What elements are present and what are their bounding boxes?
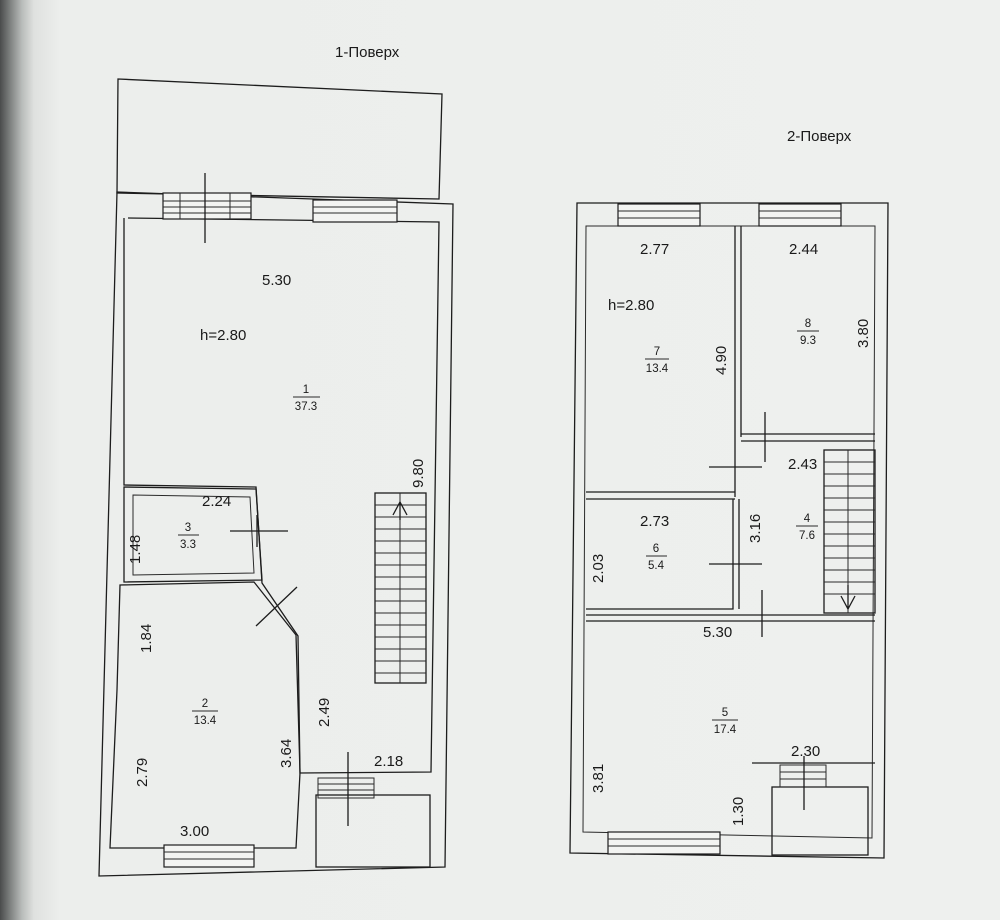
floor2-outer-wall <box>569 202 889 859</box>
floor2-window-top-right <box>758 203 842 227</box>
floor2-window-bottom <box>607 831 721 855</box>
floor2-dim-room8-height: 3.80 <box>855 319 872 348</box>
floor2-room5-label: 5 17.4 <box>712 707 738 736</box>
floor1-room2-door-mark <box>255 586 298 627</box>
floor1-porch <box>315 794 431 868</box>
floor2-stair-arrow <box>840 585 856 611</box>
floor1-window-top-right <box>312 199 398 223</box>
svg-text:7.6: 7.6 <box>799 530 815 542</box>
svg-text:8: 8 <box>805 318 811 330</box>
floor2-room6-label: 6 5.4 <box>646 543 667 572</box>
svg-text:2: 2 <box>202 698 208 710</box>
svg-text:37.3: 37.3 <box>295 401 317 413</box>
floor2-dim-stair-width: 2.43 <box>788 456 817 473</box>
floor1-stair-arrow <box>392 500 408 520</box>
floor1-dim-hall-width: 2.18 <box>374 753 403 770</box>
floor1-dim-room2-right: 3.64 <box>278 739 295 768</box>
floor1-window-bottom <box>163 844 255 868</box>
floor1-room1-outline <box>123 217 440 774</box>
floor2-dim-room6-width: 2.73 <box>640 513 669 530</box>
svg-text:13.4: 13.4 <box>194 715 217 727</box>
floor2-inner-wall-edge <box>582 225 876 839</box>
floor1-dim-room3-height: 1.48 <box>127 535 144 564</box>
floor2-height-label: h=2.80 <box>608 297 654 314</box>
floor1-terrace <box>116 78 443 200</box>
floor2-wall-7-8 <box>734 226 742 497</box>
svg-text:7: 7 <box>654 346 660 358</box>
svg-text:5.4: 5.4 <box>648 560 665 572</box>
floor2-porch <box>771 786 869 856</box>
floor2-dim-porch-height: 1.30 <box>730 797 747 826</box>
floor2-dim-room7-height: 4.90 <box>713 346 730 375</box>
floor2-dim-room8-width: 2.44 <box>789 241 818 258</box>
floor1-room1-label: 1 37.3 <box>293 384 320 413</box>
floor1-room2-label: 2 13.4 <box>192 698 218 727</box>
floor2-dim-porch-width: 2.30 <box>791 743 820 760</box>
svg-text:3: 3 <box>185 522 191 534</box>
floor1-room2 <box>109 581 301 849</box>
svg-text:17.4: 17.4 <box>714 724 737 736</box>
floor1-height-label: h=2.80 <box>200 327 246 344</box>
floor2-wall-8-4 <box>741 433 875 442</box>
svg-text:6: 6 <box>653 543 659 555</box>
floor2-dim-room5-width: 5.30 <box>703 624 732 641</box>
floor2-room4-label: 4 7.6 <box>796 513 818 542</box>
floor2-dim-room6-height: 2.03 <box>590 554 607 583</box>
svg-text:13.4: 13.4 <box>646 363 669 375</box>
floor1-dim-room2-lower: 2.79 <box>134 758 151 787</box>
floor2-room7-label: 7 13.4 <box>645 346 669 375</box>
floor2-title: 2-Поверх <box>787 128 852 145</box>
svg-text:1: 1 <box>303 384 309 396</box>
floor1-dim-room2-width: 3.00 <box>180 823 209 840</box>
svg-text:9.3: 9.3 <box>800 335 816 347</box>
svg-text:4: 4 <box>804 513 811 525</box>
floor2-stair-treads <box>824 450 875 613</box>
floor1-dim-top-width: 5.30 <box>262 272 291 289</box>
floor2-wall-5 <box>586 614 875 622</box>
floor1-room3 <box>123 486 263 583</box>
floor2-room6-walls <box>586 499 740 610</box>
floor1-dim-hall-height: 2.49 <box>316 698 333 727</box>
floor2-window-top-left <box>617 203 701 227</box>
floor1-dim-room3-width: 2.24 <box>202 493 231 510</box>
floor1-dim-room2-upper: 1.84 <box>138 624 155 653</box>
floor2-wall-7-6 <box>586 491 735 500</box>
floor2-dim-room5-height: 3.81 <box>590 764 607 793</box>
svg-text:3.3: 3.3 <box>180 539 196 551</box>
floor2-dim-room6-right: 3.16 <box>747 514 764 543</box>
floor2-room8-label: 8 9.3 <box>797 318 819 347</box>
floor2-dim-room7-width: 2.77 <box>640 241 669 258</box>
floor1-room3-label: 3 3.3 <box>178 522 199 551</box>
floor1-stair-treads <box>375 493 426 683</box>
floor2-stairs <box>823 449 876 614</box>
svg-text:5: 5 <box>722 707 728 719</box>
floor1-window-top-left <box>162 192 252 220</box>
floor1-dim-right-height: 9.80 <box>410 459 427 488</box>
floor1-title: 1-Поверх <box>335 44 400 61</box>
